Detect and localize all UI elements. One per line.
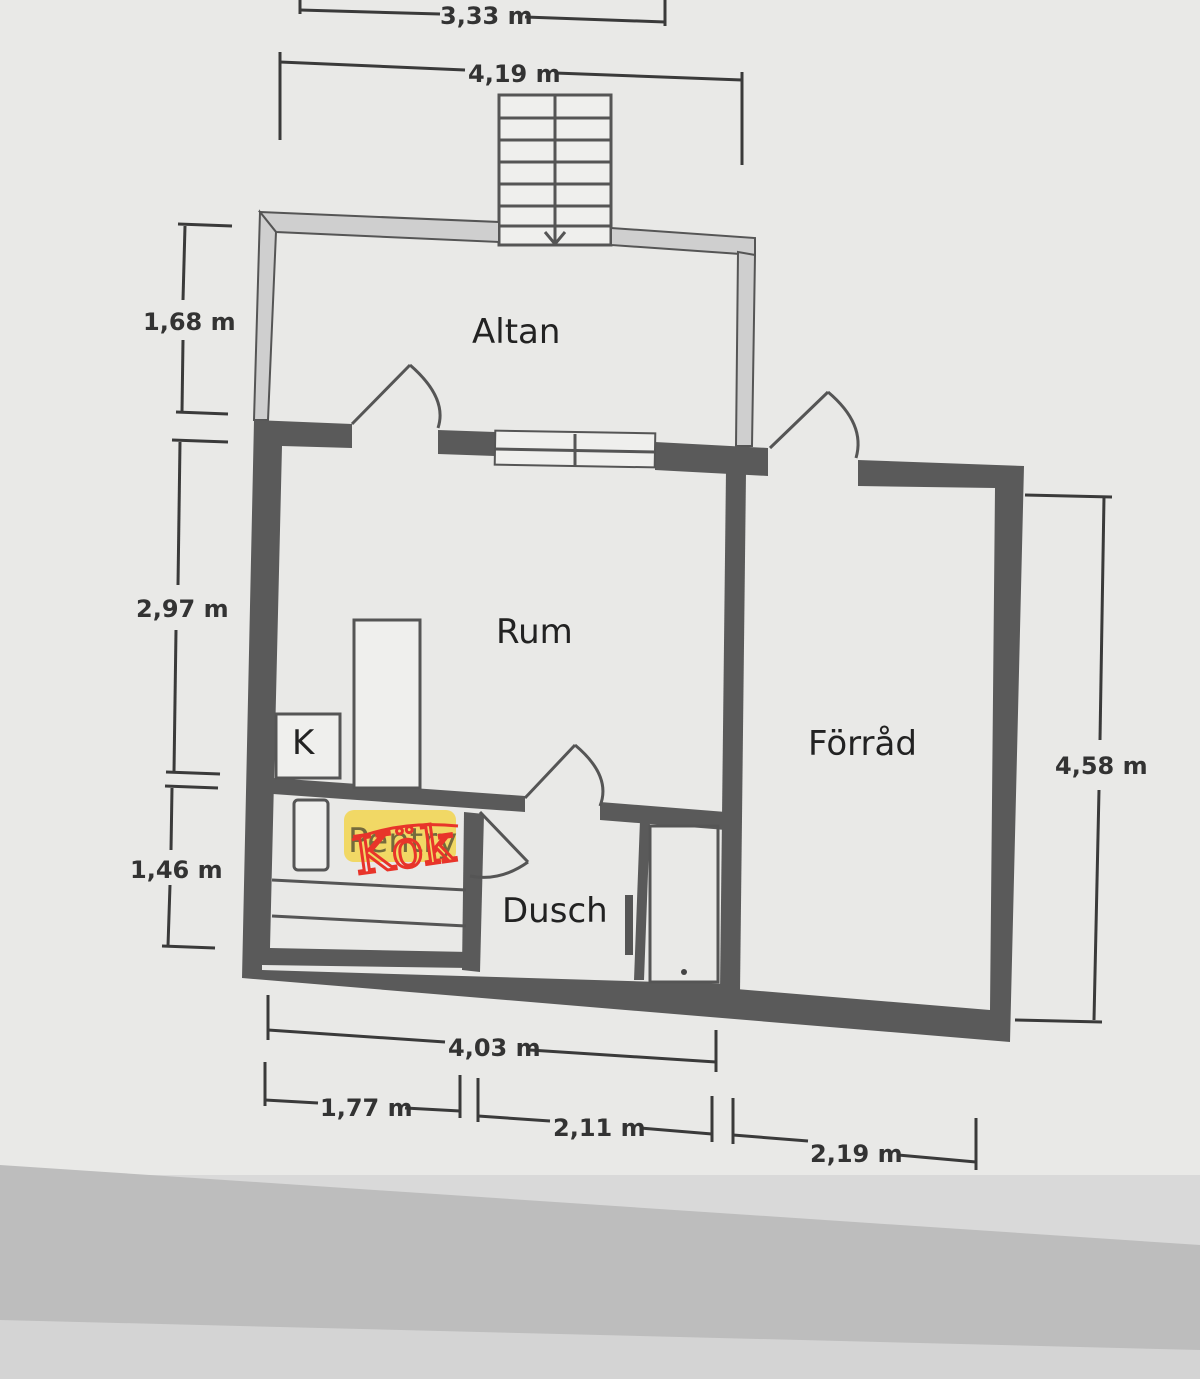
dim-label-146: 1,46 m bbox=[130, 856, 223, 884]
dim-right-458: 4,58 m bbox=[1014, 493, 1148, 1024]
highlight-marker bbox=[344, 810, 456, 862]
room-label-rum: Rum bbox=[496, 612, 573, 652]
room-label-k: K bbox=[292, 723, 316, 763]
bed-fixture bbox=[352, 618, 422, 790]
dim-label-297: 2,97 m bbox=[136, 595, 229, 623]
dim-label-177: 1,77 m bbox=[320, 1094, 413, 1122]
door-pentry bbox=[469, 810, 530, 879]
room-label-altan: Altan bbox=[472, 312, 560, 352]
altan-terrace bbox=[252, 209, 757, 447]
wc-cubicle bbox=[625, 824, 720, 984]
dim-left-146: 1,46 m bbox=[130, 784, 223, 950]
dim-label-211: 2,11 m bbox=[553, 1114, 646, 1142]
door-altan-rum bbox=[350, 363, 442, 429]
room-label-forrad: Förråd bbox=[808, 724, 917, 764]
dim-bottom-219: 2,19 m bbox=[731, 1098, 978, 1170]
k-cabinet bbox=[274, 712, 342, 780]
dim-top-333: 3,33 m bbox=[298, 0, 667, 30]
dim-label-219: 2,19 m bbox=[810, 1140, 903, 1168]
dim-label-168: 1,68 m bbox=[143, 308, 236, 336]
door-forrad bbox=[768, 390, 860, 459]
door-dusch bbox=[523, 743, 605, 807]
dim-label-419: 4,19 m bbox=[468, 60, 561, 88]
stairs bbox=[497, 93, 613, 247]
dim-left-297: 2,97 m bbox=[136, 438, 229, 776]
dim-bottom-403: 4,03 m bbox=[266, 995, 718, 1072]
dim-label-333: 3,33 m bbox=[440, 2, 533, 30]
dim-label-403: 4,03 m bbox=[448, 1034, 541, 1062]
dim-bottom-211: 2,11 m bbox=[476, 1078, 714, 1142]
dim-top-419: 4,19 m bbox=[278, 52, 744, 165]
building-walls bbox=[242, 420, 1024, 1042]
paper-edge bbox=[0, 1320, 1200, 1379]
dim-label-458: 4,58 m bbox=[1055, 752, 1148, 780]
dim-bottom-177: 1,77 m bbox=[263, 1062, 462, 1122]
room-label-dusch: Dusch bbox=[502, 891, 608, 931]
kitchen-counter bbox=[271, 798, 467, 928]
handwritten-strike bbox=[351, 823, 459, 842]
dim-left-168: 1,68 m bbox=[143, 222, 236, 416]
paper-shadow-band bbox=[0, 1165, 1200, 1379]
